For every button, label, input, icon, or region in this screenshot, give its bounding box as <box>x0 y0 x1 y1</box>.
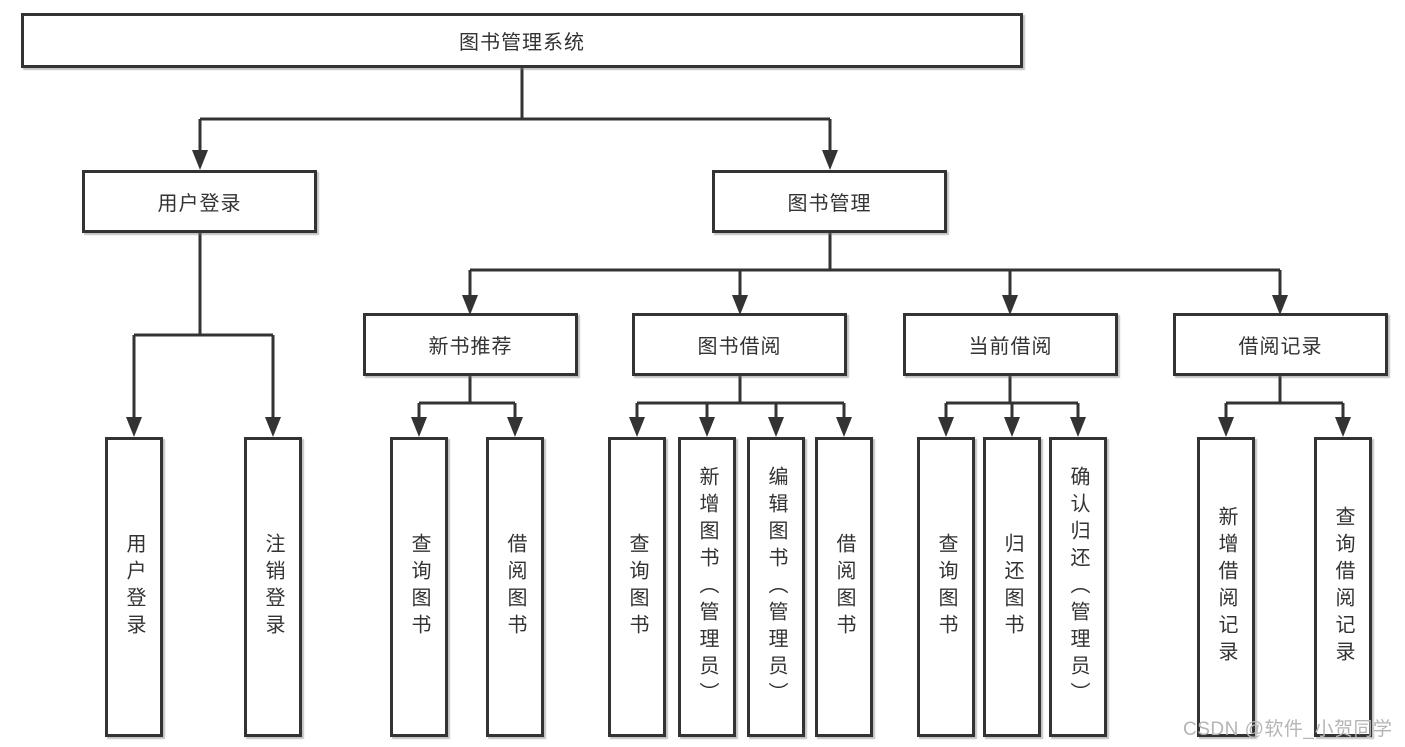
arrow-down-icon <box>265 417 281 437</box>
node-book-management: 图书管理 <box>712 170 947 233</box>
node-label: 新书推荐 <box>428 336 513 358</box>
node-label: 编辑图书（管理员） <box>765 465 787 709</box>
node-label: 借阅图书 <box>504 533 526 641</box>
arrow-down-icon <box>938 417 954 437</box>
node-label: 新增图书（管理员） <box>696 465 718 709</box>
arrow-down-icon <box>1070 417 1086 437</box>
node-leaf-confirm-return-admin: 确认归还（管理员） <box>1049 437 1107 737</box>
node-leaf-add-books-admin: 新增图书（管理员） <box>678 437 736 737</box>
node-leaf-borrow-books-1: 借阅图书 <box>486 437 544 737</box>
arrow-down-icon <box>768 417 784 437</box>
node-book-borrowing: 图书借阅 <box>632 313 847 376</box>
node-label: 查询图书 <box>935 533 957 641</box>
node-root-library-system: 图书管理系统 <box>21 13 1023 68</box>
node-leaf-query-borrow-record: 查询借阅记录 <box>1314 437 1372 737</box>
arrow-down-icon <box>507 417 523 437</box>
node-leaf-logout: 注销登录 <box>244 437 302 737</box>
connector-userlogin-to-leaves <box>132 233 275 419</box>
arrow-down-icon <box>1335 417 1351 437</box>
node-current-borrowing: 当前借阅 <box>903 313 1118 376</box>
node-label: 借阅图书 <box>833 533 855 641</box>
arrow-down-icon <box>836 417 852 437</box>
arrow-down-icon <box>732 295 748 315</box>
node-label: 新增借阅记录 <box>1215 506 1237 668</box>
node-label: 确认归还（管理员） <box>1067 465 1089 709</box>
connector-records-to-leaves <box>1224 376 1345 419</box>
connector-borrowing-to-leaves <box>635 376 846 419</box>
node-label: 查询图书 <box>626 533 648 641</box>
connector-root-to-level2 <box>198 68 832 152</box>
node-label: 注销登录 <box>262 533 284 641</box>
node-label: 查询图书 <box>408 533 430 641</box>
arrow-down-icon <box>629 417 645 437</box>
node-label: 归还图书 <box>1001 533 1023 641</box>
arrow-down-icon <box>1002 295 1018 315</box>
arrow-down-icon <box>1272 295 1288 315</box>
node-label: 用户登录 <box>157 193 242 215</box>
arrow-down-icon <box>462 295 478 315</box>
connector-newbooks-to-leaves <box>417 376 517 419</box>
node-label: 图书管理 <box>787 193 872 215</box>
node-label: 图书管理系统 <box>459 32 585 54</box>
csdn-watermark: CSDN @软件_小贺同学 <box>1183 719 1393 740</box>
node-leaf-add-borrow-record: 新增借阅记录 <box>1197 437 1255 737</box>
arrow-down-icon <box>126 417 142 437</box>
connector-bookmgmt-to-level3 <box>468 233 1282 297</box>
node-label: 查询借阅记录 <box>1332 506 1354 668</box>
node-leaf-user-login: 用户登录 <box>105 437 163 737</box>
node-user-login: 用户登录 <box>82 170 317 233</box>
connector-current-to-leaves <box>944 376 1080 419</box>
node-label: 当前借阅 <box>968 336 1053 358</box>
arrow-down-icon <box>1218 417 1234 437</box>
node-label: 图书借阅 <box>697 336 782 358</box>
arrowhead-icons <box>126 150 1351 437</box>
node-leaf-edit-books-admin: 编辑图书（管理员） <box>747 437 805 737</box>
node-leaf-query-books-2: 查询图书 <box>608 437 666 737</box>
node-label: 借阅记录 <box>1238 336 1323 358</box>
arrow-down-icon <box>699 417 715 437</box>
node-leaf-borrow-books-2: 借阅图书 <box>815 437 873 737</box>
arrow-down-icon <box>411 417 427 437</box>
node-new-book-recommend: 新书推荐 <box>363 313 578 376</box>
arrow-down-icon <box>822 150 838 170</box>
arrow-down-icon <box>1004 417 1020 437</box>
node-label: 用户登录 <box>123 533 145 641</box>
node-borrowing-records: 借阅记录 <box>1173 313 1388 376</box>
arrow-down-icon <box>192 150 208 170</box>
node-leaf-query-books-1: 查询图书 <box>390 437 448 737</box>
node-leaf-query-books-3: 查询图书 <box>917 437 975 737</box>
node-leaf-return-books: 归还图书 <box>983 437 1041 737</box>
